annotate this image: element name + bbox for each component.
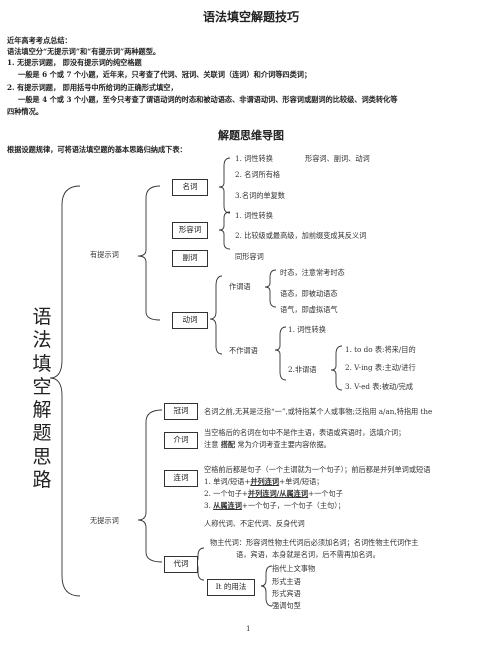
preposition-line-1: 当空格后的名词在句中不是作主语，表语或宾语时，选填介词；: [204, 428, 406, 437]
preposition-box: 介词: [164, 432, 198, 449]
non-finite-form-2: 2. V-ing 表:主动/进行: [345, 363, 416, 372]
adjective-box: 形容词: [172, 222, 208, 239]
non-finite-form-3: 3. V-ed 表:被动/完成: [345, 382, 414, 391]
intro-line-7: 四种情况。: [7, 107, 43, 116]
conjunction-line-1: 空格前后都是句子（一个主谓就为一个句子）；前后都是并列单词或短语: [204, 465, 431, 474]
adjective-item-2: 2. 比较级或最高级，加前缀变成其反义词: [235, 231, 367, 240]
non-predicate-label: 不作谓语: [229, 346, 258, 355]
intro-line-3: 1. 无提示词题， 即没有提示词的纯空格题: [7, 58, 142, 67]
non-finite-form-1: 1. to do 表:将来/目的: [345, 345, 416, 354]
page-title: 语法填空解题技巧: [202, 10, 299, 24]
conjunction-line-3: 2. 一个句子+并列连词/从属连词+一个句子: [204, 489, 343, 498]
intro-line-5: 2. 有提示词题， 即用括号中所给词的正确形式填空，: [7, 83, 178, 92]
no-hint-label: 无提示词: [90, 516, 119, 525]
predicate-item-3: 语气，即虚拟语气: [280, 305, 338, 314]
it-usage-item-2: 形式主语: [272, 577, 301, 586]
adverb-box: 副词: [172, 250, 208, 267]
intro-line-2: 语法填空分“无提示词”和“有提示词”两种题型。: [7, 47, 161, 56]
pronoun-line-2: 物主代词：形容词性物主代词后必须加名词；名词性物主代词作主: [210, 538, 419, 547]
it-usage-item-3: 形式宾语: [272, 589, 301, 598]
article-box: 冠词: [164, 403, 198, 420]
it-usage-item-4: 强调句型: [272, 601, 301, 610]
noun-item-2: 2. 名词所有格: [235, 170, 281, 179]
non-finite-label: 2.非谓语: [288, 365, 317, 374]
it-usage-item-1: 指代上文事物: [272, 564, 316, 573]
noun-box: 名词: [172, 179, 208, 196]
predicate-item-2: 语态，即被动语态: [280, 289, 338, 298]
root-label: 语法填空 解题思路: [32, 306, 52, 492]
mindmap-intro: 根据设题规律，可将语法填空题的基本思路归纳成下表：: [7, 145, 187, 154]
adjective-item-1: 1. 词性转换: [235, 211, 273, 220]
article-text: 名词之前,无其是泛指“一”,或特指某个人或事物;泛指用 a/an,特指用 the: [204, 407, 433, 416]
page-number: 1: [246, 624, 251, 633]
pronoun-box: 代词: [164, 556, 198, 573]
conjunction-line-4: 3. 从属连词+一个句子，一个句子（主句）；: [204, 501, 345, 510]
noun-item-3: 3.名词的单复数: [235, 191, 285, 200]
adverb-note: 同形容词: [235, 252, 264, 261]
intro-line-1: 近年高考考点总结：: [7, 36, 72, 45]
intro-line-4: 一般是 6 个或 7 个小题，近年来，只考查了代词、冠词、关联词（连词）和介词等…: [18, 70, 312, 79]
noun-conversion: 形容词、副词、动词: [305, 154, 370, 163]
noun-item-1: 1. 词性转换: [235, 154, 273, 163]
predicate-item-1: 时态，注意常考时态: [280, 268, 345, 277]
verb-box: 动词: [172, 312, 208, 329]
intro-line-6: 一般是 4 个或 3 个小题，至今只考查了谓语动词的时态和被动语态、非谓语动词、…: [18, 95, 398, 104]
preposition-line-2: 注意 搭配 常为介词考查主要内容依据。: [204, 440, 331, 449]
has-hint-label: 有提示词: [90, 250, 119, 259]
conjunction-box: 连词: [164, 470, 198, 487]
pronoun-line-3: 语，宾语，本身就是名词，后不需再加名词。: [236, 550, 380, 559]
conjunction-line-2: 1. 单词/短语+并列连词+单词/短语；: [204, 477, 324, 486]
word-conversion: 1. 词性转换: [288, 325, 326, 334]
pronoun-line-1: 人称代词、不定代词、反身代词: [204, 519, 305, 528]
predicate-label: 作谓语: [229, 282, 251, 291]
mindmap-title: 解题思维导图: [218, 129, 284, 142]
it-usage-box: It 的用法: [207, 579, 255, 596]
